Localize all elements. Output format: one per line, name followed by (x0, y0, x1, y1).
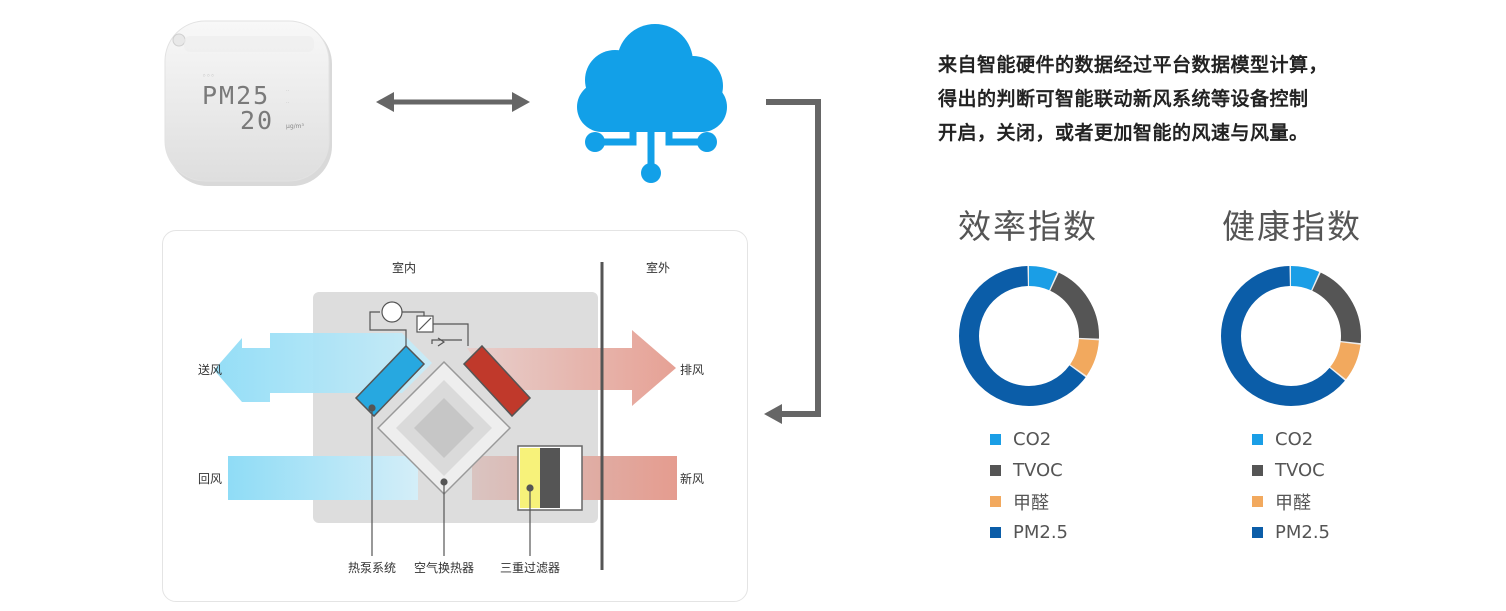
label-supply-air: 送风 (198, 362, 222, 377)
svg-text:··: ·· (286, 100, 290, 106)
device-unit: μg/m³ (286, 123, 304, 130)
label-heat-pump: 热泵系统 (348, 561, 396, 575)
legend-swatch (1252, 496, 1263, 507)
legend-item: 甲醛 (990, 486, 1068, 517)
label-exhaust-air: 排风 (680, 363, 704, 377)
ventilation-diagram: 室内 室外 送风 排风 回风 新风 热泵系统 空气换热器 三重过滤器 (198, 260, 704, 575)
label-heat-exchanger: 空气换热器 (414, 560, 474, 575)
label-outdoor: 室外 (646, 260, 670, 275)
donut-slice-co2 (959, 266, 1099, 406)
svg-text:··: ·· (286, 88, 290, 94)
chart-title-health: 健康指数 (1222, 207, 1362, 246)
legend-item: CO2 (1252, 424, 1330, 455)
legend-swatch (990, 496, 1001, 507)
legend-item: 甲醛 (1252, 486, 1330, 517)
label-return-air: 回风 (198, 472, 222, 486)
legend-label: 甲醛 (1275, 492, 1311, 514)
legend-health: CO2 TVOC 甲醛 PM2.5 (1252, 424, 1330, 548)
connector-arrow-icon (764, 99, 821, 424)
legend-swatch (1252, 434, 1263, 445)
description: 来自智能硬件的数据经过平台数据模型计算， 得出的判断可智能联动新风系统等设备控制… (938, 48, 1408, 150)
description-line-3: 开启，关闭，或者更加智能的风速与风量。 (938, 122, 1309, 144)
return-air-arrow (228, 456, 418, 500)
donut-slice-tvoc (1221, 266, 1361, 406)
donut-slice-pm2-5 (1221, 266, 1361, 406)
legend-label: PM2.5 (1275, 522, 1331, 543)
hot-coil (462, 344, 532, 418)
cold-coil (354, 344, 426, 418)
donut-slice-tvoc (959, 266, 1099, 406)
description-line-1: 来自智能硬件的数据经过平台数据模型计算， (938, 54, 1329, 76)
legend-label: PM2.5 (1013, 522, 1069, 543)
heat-exchanger-core (376, 360, 512, 496)
air-quality-device: ◦◦◦ PM25 20 μg/m³ ·· ·· (164, 20, 332, 186)
donut-chart-efficiency (959, 266, 1099, 406)
device-pm-value: 20 (240, 106, 274, 135)
label-filter: 三重过滤器 (500, 561, 560, 575)
legend-item: TVOC (990, 455, 1068, 486)
legend-swatch (1252, 465, 1263, 476)
legend-swatch (990, 434, 1001, 445)
chart-title-efficiency: 效率指数 (958, 207, 1098, 246)
description-line-2: 得出的判断可智能联动新风系统等设备控制 (938, 88, 1309, 110)
donut-chart-health (1221, 266, 1361, 406)
device-pm-label: PM25 (202, 81, 270, 110)
label-fresh-air: 新风 (680, 471, 704, 486)
svg-text:◦◦◦: ◦◦◦ (202, 72, 215, 80)
legend-swatch (990, 527, 1001, 538)
donut-slice-co2 (1221, 266, 1361, 406)
cloud-network-icon (577, 24, 727, 183)
label-indoor: 室内 (392, 260, 416, 275)
legend-label: CO2 (1275, 429, 1314, 450)
double-arrow-icon (376, 92, 530, 112)
legend-label: 甲醛 (1013, 492, 1049, 514)
legend-label: CO2 (1013, 429, 1052, 450)
legend-item: PM2.5 (1252, 517, 1330, 548)
legend-item: PM2.5 (990, 517, 1068, 548)
legend-label: TVOC (1275, 460, 1325, 481)
legend-label: TVOC (1013, 460, 1063, 481)
legend-item: CO2 (990, 424, 1068, 455)
legend-swatch (1252, 527, 1263, 538)
legend-swatch (990, 465, 1001, 476)
triple-filter (517, 445, 583, 511)
donut-slice-pm2-5 (959, 266, 1099, 406)
legend-efficiency: CO2 TVOC 甲醛 PM2.5 (990, 424, 1068, 548)
heat-pump-circuit (369, 301, 469, 347)
legend-item: TVOC (1252, 455, 1330, 486)
